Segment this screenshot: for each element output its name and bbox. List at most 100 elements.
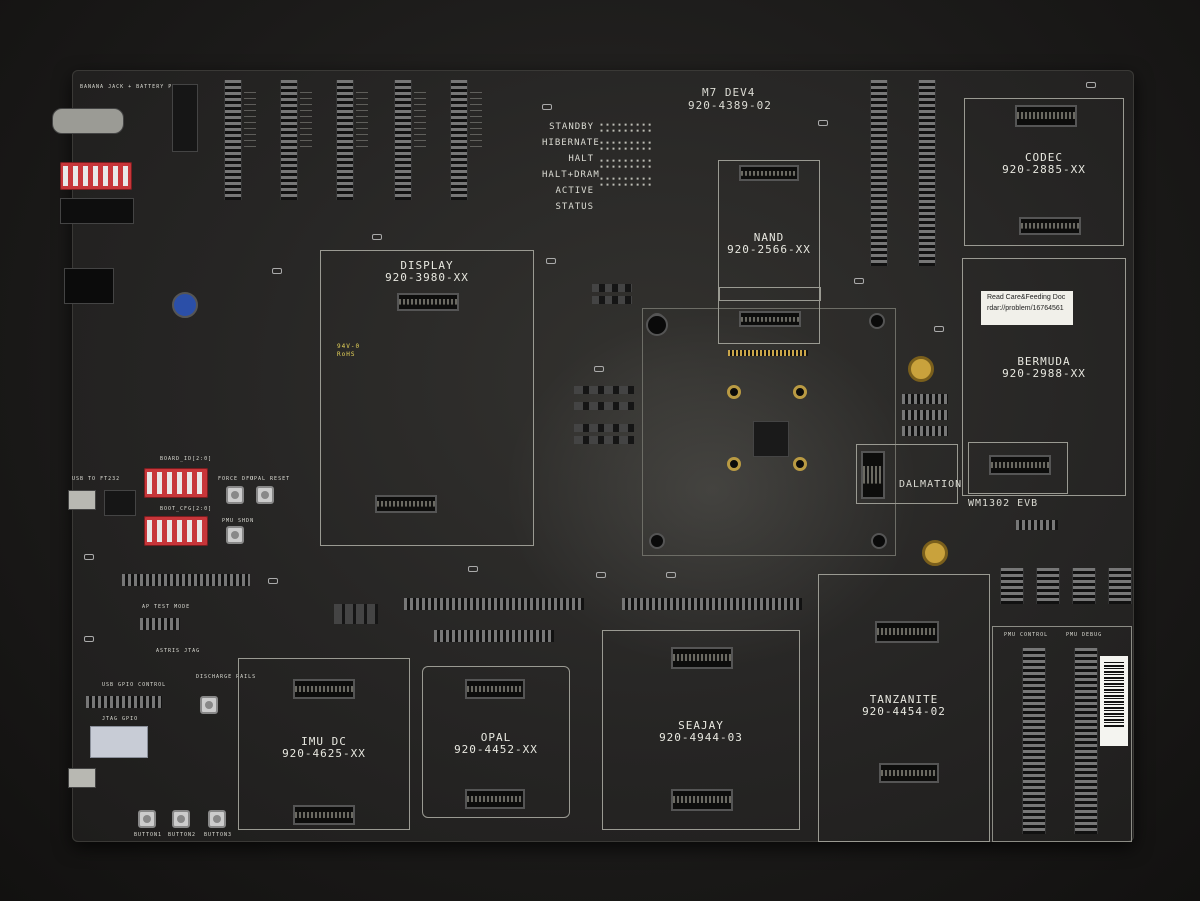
test-point[interactable] [1086, 82, 1096, 88]
nand-connector-bottom[interactable] [739, 311, 801, 327]
discharge-label: DISCHARGE RAILS [196, 674, 257, 680]
header-mid-2[interactable] [902, 410, 948, 420]
test-point[interactable] [84, 636, 94, 642]
power-state-standby: STANDBY [549, 122, 594, 132]
board-id-dip-switch[interactable] [144, 468, 208, 498]
nand-module-part: 920-2566-XX [727, 243, 811, 256]
header-block-2[interactable] [1036, 568, 1060, 604]
test-point[interactable] [818, 120, 828, 126]
dip-switch-bank[interactable] [172, 84, 198, 152]
header-mid-3[interactable] [902, 426, 948, 436]
header-1-pin-labels: ———— ———— ———— ———— ———— ———— ———— ———— … [244, 90, 257, 150]
nand-connector-top[interactable] [739, 165, 799, 181]
test-point[interactable] [596, 572, 606, 578]
wm1302-connector[interactable] [989, 455, 1051, 475]
opal-reset-button[interactable] [256, 486, 274, 504]
mount-hole-4 [871, 533, 887, 549]
header-mid-4[interactable] [1016, 520, 1058, 530]
bermuda-module-part: 920-2988-XX [1002, 367, 1086, 380]
dalmation-connector[interactable] [861, 451, 885, 499]
gold-pad-4 [793, 457, 807, 471]
dc-barrel-jack[interactable] [64, 268, 114, 304]
test-point[interactable] [854, 278, 864, 284]
display-connector-top[interactable] [397, 293, 459, 311]
pin-header-1[interactable] [224, 80, 242, 200]
horizontal-header-center-1[interactable] [404, 598, 584, 610]
pmu-control-header[interactable] [1022, 648, 1046, 834]
opal-connector-top[interactable] [465, 679, 525, 699]
test-point[interactable] [594, 366, 604, 372]
seajay-module-name: SEAJAY [678, 719, 724, 732]
opal-connector-bottom[interactable] [465, 789, 525, 809]
banana-jack-black[interactable] [60, 198, 134, 224]
imu-dc-module-name: IMU DC [301, 735, 347, 748]
usb-gpio-header[interactable] [86, 696, 162, 708]
jumper-row-1[interactable] [574, 386, 634, 394]
button3[interactable] [208, 810, 226, 828]
horizontal-header-center-3[interactable] [434, 630, 554, 642]
pin-header-4[interactable] [394, 80, 412, 200]
test-point[interactable] [666, 572, 676, 578]
codec-connector-top[interactable] [1015, 105, 1077, 127]
display-connector-bottom[interactable] [375, 495, 437, 513]
seajay-connector-top[interactable] [671, 647, 733, 669]
usb-port-ft232[interactable] [68, 490, 96, 510]
toggle-switch[interactable] [52, 108, 124, 134]
codec-connector-bottom[interactable] [1019, 217, 1081, 235]
test-point[interactable] [372, 234, 382, 240]
mcu-chip [753, 421, 789, 457]
discharge-button[interactable] [200, 696, 218, 714]
imu-dc-connector-bottom[interactable] [293, 805, 355, 825]
pin-header-tall-1[interactable] [870, 80, 888, 266]
button1[interactable] [138, 810, 156, 828]
sticker-line-1: Read Care&Feeding Doc [987, 294, 1066, 301]
horizontal-header-center-2[interactable] [622, 598, 802, 610]
test-point[interactable] [934, 326, 944, 332]
test-point[interactable] [268, 578, 278, 584]
jtag-connector[interactable] [90, 726, 148, 758]
nand-divider [719, 287, 821, 301]
opal-module-name: OPAL [480, 731, 512, 744]
pmu-shdn-button[interactable] [226, 526, 244, 544]
sticker-line-2: rdar://problem/16764561 [987, 305, 1064, 312]
header-mid-1[interactable] [902, 394, 948, 404]
force-dfu-label: FORCE DFU [218, 476, 255, 482]
banana-jack-red[interactable] [60, 162, 132, 190]
pin-header-2[interactable] [280, 80, 298, 200]
ap-test-header[interactable] [140, 618, 180, 630]
button2[interactable] [172, 810, 190, 828]
boot-cfg-dip-switch[interactable] [144, 516, 208, 546]
header-3-pin-labels: ———— ———— ———— ———— ———— ———— ———— ———— … [356, 90, 369, 150]
pmu-debug-label: PMU DEBUG [1066, 632, 1103, 638]
force-dfu-button[interactable] [226, 486, 244, 504]
test-point[interactable] [468, 566, 478, 572]
pin-header-5[interactable] [450, 80, 468, 200]
seajay-connector-bottom[interactable] [671, 789, 733, 811]
test-point[interactable] [272, 268, 282, 274]
jumper-row-2[interactable] [574, 402, 634, 410]
jumper-row-3[interactable] [574, 424, 634, 432]
pmu-control-label: PMU CONTROL [1004, 632, 1049, 638]
usb-port-gpio[interactable] [68, 768, 96, 788]
header-2-pin-labels: ———— ———— ———— ———— ———— ———— ———— ———— … [300, 90, 313, 150]
header-block-1[interactable] [1000, 568, 1024, 604]
test-point[interactable] [542, 104, 552, 110]
selector-jumpers[interactable] [334, 604, 378, 624]
horizontal-header-left[interactable] [122, 574, 250, 586]
jumper-row-4[interactable] [574, 436, 634, 444]
sma-connector-2[interactable] [922, 540, 948, 566]
pin-header-3[interactable] [336, 80, 354, 200]
test-point[interactable] [84, 554, 94, 560]
jumper-row-6[interactable] [592, 296, 632, 304]
sma-connector-1[interactable] [908, 356, 934, 382]
tanzanite-connector-bottom[interactable] [879, 763, 939, 783]
tanzanite-connector-top[interactable] [875, 621, 939, 643]
header-block-4[interactable] [1108, 568, 1132, 604]
imu-dc-connector-top[interactable] [293, 679, 355, 699]
potentiometer[interactable] [172, 292, 198, 318]
pmu-debug-header[interactable] [1074, 648, 1098, 834]
test-point[interactable] [546, 258, 556, 264]
pin-header-tall-2[interactable] [918, 80, 936, 266]
header-block-3[interactable] [1072, 568, 1096, 604]
jumper-row-5[interactable] [592, 284, 632, 292]
